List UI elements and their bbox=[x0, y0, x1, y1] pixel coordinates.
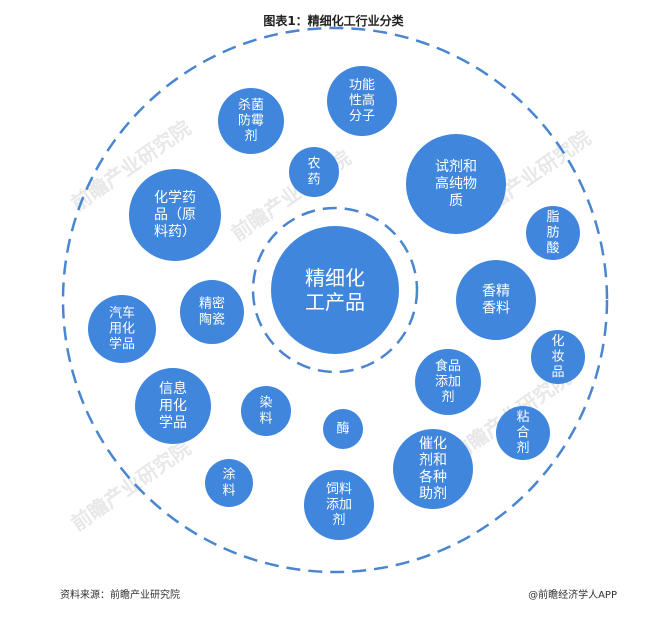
bubble-label-line: 香精 bbox=[482, 284, 510, 300]
bubble-circle bbox=[406, 134, 506, 234]
bubble-label-line: 学品 bbox=[109, 336, 135, 352]
bubble-label-line: 料 bbox=[259, 411, 272, 426]
bubble-label-line: 酶 bbox=[336, 421, 349, 437]
bubble-label-line: 农 bbox=[307, 157, 320, 172]
bubble-circle bbox=[496, 406, 550, 460]
bubble-circle bbox=[526, 206, 580, 260]
bubble-label-line: 催化 bbox=[419, 436, 447, 452]
bubble-circle bbox=[129, 169, 221, 261]
bubble-label-line: 化学药 bbox=[154, 190, 196, 206]
bubble-label-line: 香料 bbox=[482, 300, 510, 316]
bubble-label-line: 添加 bbox=[326, 498, 352, 513]
bubble-label-line: 陶瓷 bbox=[199, 311, 225, 327]
bubble-label-line: 化 bbox=[551, 334, 564, 349]
bubble-enzyme: 酶 bbox=[323, 409, 363, 449]
bubble-fatty-acid: 脂肪酸 bbox=[526, 206, 580, 260]
bubble-label-line: 学品 bbox=[159, 415, 187, 431]
bubble-circle bbox=[323, 409, 363, 449]
bubble-label-line: 粘 bbox=[516, 410, 529, 425]
bubble-label-line: 工产品 bbox=[305, 290, 365, 314]
bubble-label-line: 精细化 bbox=[305, 266, 365, 290]
bubble-circle bbox=[289, 147, 339, 197]
bubble-label-line: 汽车 bbox=[109, 305, 135, 321]
bubble-circle bbox=[88, 295, 156, 363]
bubble-label-line: 剂 bbox=[441, 390, 454, 405]
bubble-label-line: 添加 bbox=[435, 375, 461, 390]
bubble-label-line: 品（原 bbox=[154, 207, 196, 223]
footer-credit: @前瞻经济学人APP bbox=[528, 590, 617, 601]
bubble-circle bbox=[327, 66, 397, 136]
bubble-label-line: 脂 bbox=[546, 210, 559, 225]
bubble-label-line: 品 bbox=[551, 365, 564, 380]
bubble-dyes: 染料 bbox=[241, 386, 291, 436]
bubble-label-line: 妆 bbox=[551, 350, 564, 365]
bubble-circle bbox=[531, 330, 585, 384]
bubble-label-line: 质 bbox=[449, 193, 463, 209]
bubble-coatings: 涂料 bbox=[205, 459, 253, 507]
bubble-label-line: 助剂 bbox=[419, 486, 447, 502]
bubble-label-line: 食品 bbox=[435, 358, 461, 374]
bubble-circle bbox=[135, 368, 211, 444]
bubble-label-line: 涂 bbox=[222, 467, 235, 483]
bubble-circle bbox=[415, 349, 481, 415]
bubble-label-line: 防霉 bbox=[238, 113, 264, 129]
chart-title: 图表1：精细化工行业分类 bbox=[263, 14, 404, 28]
bubble-label-line: 用化 bbox=[109, 322, 135, 337]
bubble-label-line: 合 bbox=[516, 426, 529, 441]
bubble-label-line: 高纯物 bbox=[435, 175, 477, 192]
bubble-label-line: 剂 bbox=[332, 513, 345, 528]
bubble-circle bbox=[456, 260, 536, 340]
bubble-label-line: 性高 bbox=[349, 93, 375, 109]
outer-dashed-ring bbox=[61, 26, 609, 574]
bubble-label-line: 饲料 bbox=[326, 482, 352, 497]
bubble-label-line: 用化 bbox=[159, 398, 187, 414]
bubble-pesticide: 农药 bbox=[289, 147, 339, 197]
footer-source: 资料来源：前瞻产业研究院 bbox=[60, 590, 180, 601]
bubble-label-line: 染 bbox=[259, 396, 272, 411]
bubble-label-line: 料药） bbox=[154, 224, 196, 240]
bubble-circle bbox=[205, 459, 253, 507]
bubble-label-line: 肪 bbox=[546, 225, 559, 241]
bubble-label-line: 药 bbox=[307, 172, 320, 187]
bubble-circle bbox=[180, 280, 244, 344]
bubble-label-line: 剂和 bbox=[419, 453, 447, 469]
bubble-label-line: 精密 bbox=[199, 296, 225, 312]
bubble-label-line: 剂 bbox=[516, 441, 529, 456]
bubble-label-line: 分子 bbox=[349, 109, 375, 124]
bubble-circle bbox=[271, 226, 399, 354]
bubble-label-line: 功能 bbox=[349, 78, 375, 93]
bubble-label-line: 杀菌 bbox=[238, 98, 264, 113]
bubble-label-line: 试剂和 bbox=[435, 159, 477, 175]
bubble-circle bbox=[218, 88, 284, 154]
bubble-label-line: 信息 bbox=[159, 380, 187, 397]
inner-dashed-ring bbox=[251, 206, 419, 374]
bubble-label-line: 剂 bbox=[244, 129, 257, 144]
bubble-circle bbox=[304, 470, 374, 540]
bubble-label-line: 料 bbox=[222, 483, 235, 498]
bubble-label-line: 酸 bbox=[546, 241, 559, 256]
bubble-adhesive: 粘合剂 bbox=[496, 406, 550, 460]
bubble-cosmetics: 化妆品 bbox=[531, 330, 585, 384]
bubble-circle bbox=[241, 386, 291, 436]
bubble-circle bbox=[393, 429, 473, 509]
bubble-label-line: 各种 bbox=[419, 469, 447, 485]
